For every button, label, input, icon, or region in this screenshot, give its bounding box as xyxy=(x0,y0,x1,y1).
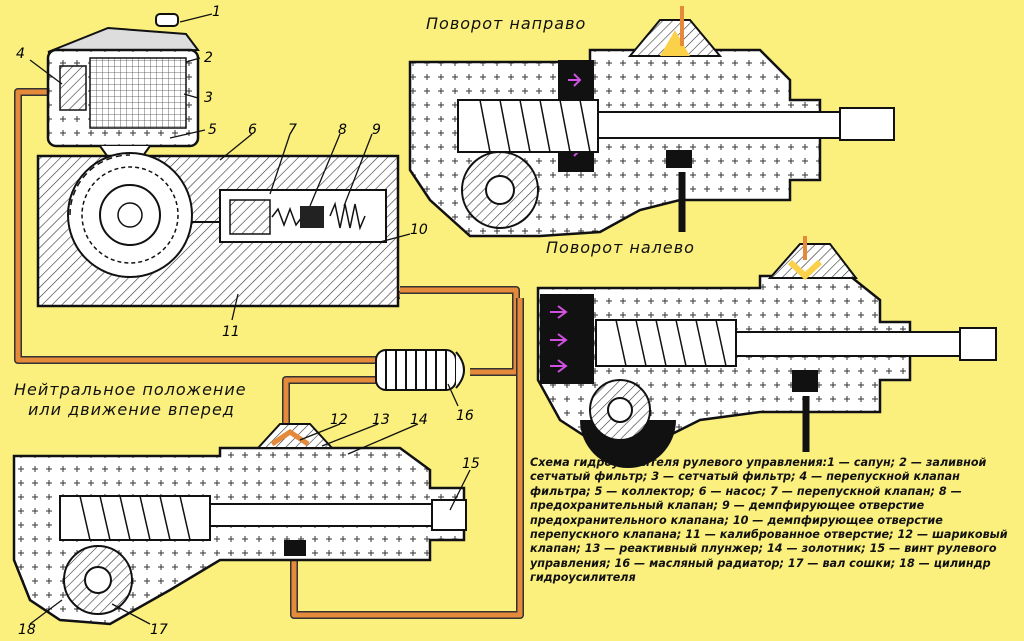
label-15: 15 xyxy=(462,456,480,472)
label-11: 11 xyxy=(222,324,240,340)
gear-neutral xyxy=(12,423,467,626)
label-14: 14 xyxy=(410,412,428,428)
title-right-turn: Поворот направо xyxy=(426,14,587,33)
label-5: 5 xyxy=(208,122,217,138)
oil-reservoir xyxy=(46,13,200,161)
label-6: 6 xyxy=(248,122,257,138)
label-13: 13 xyxy=(372,412,390,428)
label-10: 10 xyxy=(410,222,428,238)
gear-left-turn xyxy=(536,236,997,468)
label-1: 1 xyxy=(212,4,221,20)
title-neutral-line1: Нейтральное положение xyxy=(14,380,247,399)
label-8: 8 xyxy=(338,122,347,138)
label-17: 17 xyxy=(150,622,168,638)
diagram-caption: Схема гидроусилителя рулевого управления… xyxy=(530,456,1008,585)
label-16: 16 xyxy=(456,408,474,424)
title-neutral-line2: или движение вперед xyxy=(28,400,235,419)
label-9: 9 xyxy=(372,122,381,138)
leader-lines xyxy=(29,13,471,625)
title-left-turn: Поворот налево xyxy=(546,238,695,257)
label-7: 7 xyxy=(288,122,297,138)
label-3: 3 xyxy=(204,90,213,106)
label-18: 18 xyxy=(18,622,36,638)
label-12: 12 xyxy=(330,412,348,428)
pump-rotor xyxy=(67,152,193,278)
label-2: 2 xyxy=(204,50,213,66)
oil-cooler xyxy=(375,349,465,391)
gear-right-turn xyxy=(408,6,895,238)
label-4: 4 xyxy=(16,46,25,62)
